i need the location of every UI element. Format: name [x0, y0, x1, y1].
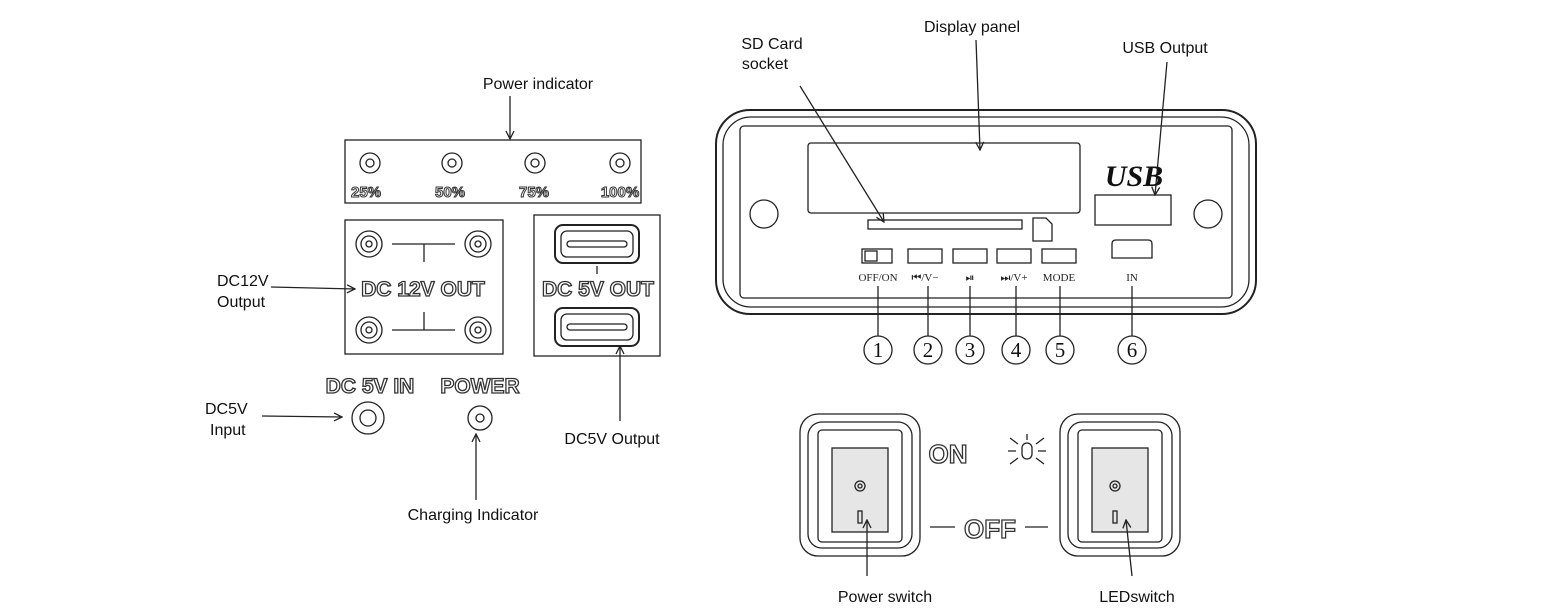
dc12v-terminal-bottom-right-icon	[464, 316, 492, 344]
usb-socket[interactable]	[1094, 194, 1172, 226]
power-indicator-caption: Power indicator	[483, 76, 594, 93]
left-panel: Power indicator 25% 50% 75% 100% DC 12V …	[205, 76, 661, 524]
led-switch-arrow	[1126, 520, 1133, 577]
dc12v-terminal-bottom-left-icon	[355, 316, 383, 344]
callout-circle	[1045, 335, 1075, 365]
button-label: ⏮/V−	[911, 272, 938, 284]
display-caption: Display panel	[924, 19, 1020, 36]
dc12v-out-box	[344, 219, 504, 355]
mount-hole-right-icon	[1193, 199, 1223, 229]
led-switch[interactable]	[1059, 413, 1181, 557]
sd-card-caption-line2: socket	[742, 56, 789, 73]
dc12v-out-label: DC 12V OUT	[361, 278, 485, 301]
callout-circle	[913, 335, 943, 365]
button-label: ⏯	[966, 272, 975, 284]
usb-port-bottom-icon	[554, 307, 640, 347]
mount-hole-left-icon	[749, 199, 779, 229]
callout-number: 3	[965, 338, 976, 362]
display-panel	[807, 142, 1081, 214]
play-pause-button[interactable]	[952, 248, 988, 264]
player-face	[739, 125, 1233, 299]
led-switch-caption: LEDswitch	[1099, 589, 1175, 606]
on-label: ON	[929, 439, 968, 469]
power-toggle-button[interactable]	[861, 248, 893, 264]
power-label: POWER	[440, 375, 519, 398]
power-switch[interactable]	[799, 413, 921, 557]
sd-card-slot	[867, 219, 1023, 230]
callout-circle	[1001, 335, 1031, 365]
dc12v-caption-line1: DC12V	[217, 273, 269, 290]
dc5v-in-label: DC 5V IN	[326, 375, 415, 398]
callout-number: 1	[873, 338, 884, 362]
callout-number: 6	[1127, 338, 1138, 362]
callout-circle	[863, 335, 893, 365]
player-outer-frame	[715, 109, 1257, 315]
power-indicator-leds	[359, 152, 631, 174]
led-25-icon	[359, 152, 381, 174]
dc12v-link-top	[392, 243, 455, 262]
display-arrow	[976, 39, 980, 150]
usb-output-caption: USB Output	[1122, 40, 1208, 57]
callout-circle	[1117, 335, 1147, 365]
callout-circle	[955, 335, 985, 365]
usb-port-top-icon	[554, 224, 640, 264]
sd-card-icon	[1032, 217, 1053, 242]
callout-number: 2	[923, 338, 934, 362]
dc12v-link-bottom	[392, 312, 455, 331]
dc12v-terminal-top-left-icon	[355, 230, 383, 258]
button-label: ⏭/V+	[1000, 272, 1027, 284]
percent-label: 100%	[601, 184, 639, 201]
dc12v-terminal-top-right-icon	[464, 230, 492, 258]
led-light-icon	[1008, 434, 1046, 465]
sd-card-caption-line1: SD Card	[741, 36, 802, 53]
next-vol-up-button[interactable]	[996, 248, 1032, 264]
button-label: OFF/ON	[858, 272, 897, 284]
percent-label: 25%	[351, 184, 381, 201]
dc5v-in-jack-icon	[351, 401, 385, 435]
dc5v-input-caption-line1: DC5V	[205, 401, 248, 418]
led-75-icon	[524, 152, 546, 174]
button-label: MODE	[1043, 272, 1076, 284]
callout-number: 4	[1011, 338, 1022, 362]
percent-label: 50%	[435, 184, 465, 201]
power-indicator-box	[344, 139, 642, 204]
callout-number: 5	[1055, 338, 1066, 362]
dc5v-input-arrow	[261, 416, 342, 417]
led-50-icon	[441, 152, 463, 174]
percent-label: 75%	[519, 184, 549, 201]
dc5v-out-box	[533, 214, 661, 357]
dc12v-arrow	[270, 287, 355, 289]
dc12v-caption-line2: Output	[217, 294, 266, 311]
led-100-icon	[609, 152, 631, 174]
dc5v-out-label: DC 5V OUT	[542, 278, 654, 301]
dc5v-input-caption-line2: Input	[210, 422, 246, 439]
off-label: OFF	[964, 514, 1016, 544]
prev-vol-down-button[interactable]	[907, 248, 943, 264]
usb-logo: USB	[1105, 160, 1163, 193]
power-switch-caption: Power switch	[838, 589, 932, 606]
player-inner-frame	[722, 116, 1250, 308]
button-label: IN	[1126, 272, 1138, 284]
dc5v-output-caption: DC5V Output	[564, 431, 660, 448]
usb-output-arrow	[1155, 61, 1168, 195]
switches-section: Power switch LEDswitch ON OFF	[799, 413, 1181, 606]
charging-caption: Charging Indicator	[408, 507, 539, 524]
sd-card-arrow	[799, 85, 884, 222]
charging-led-icon	[467, 405, 493, 431]
player-panel: SD Card socket Display panel USB Output …	[715, 19, 1257, 365]
line-in-jack[interactable]	[1111, 239, 1153, 259]
mode-button[interactable]	[1041, 248, 1077, 264]
